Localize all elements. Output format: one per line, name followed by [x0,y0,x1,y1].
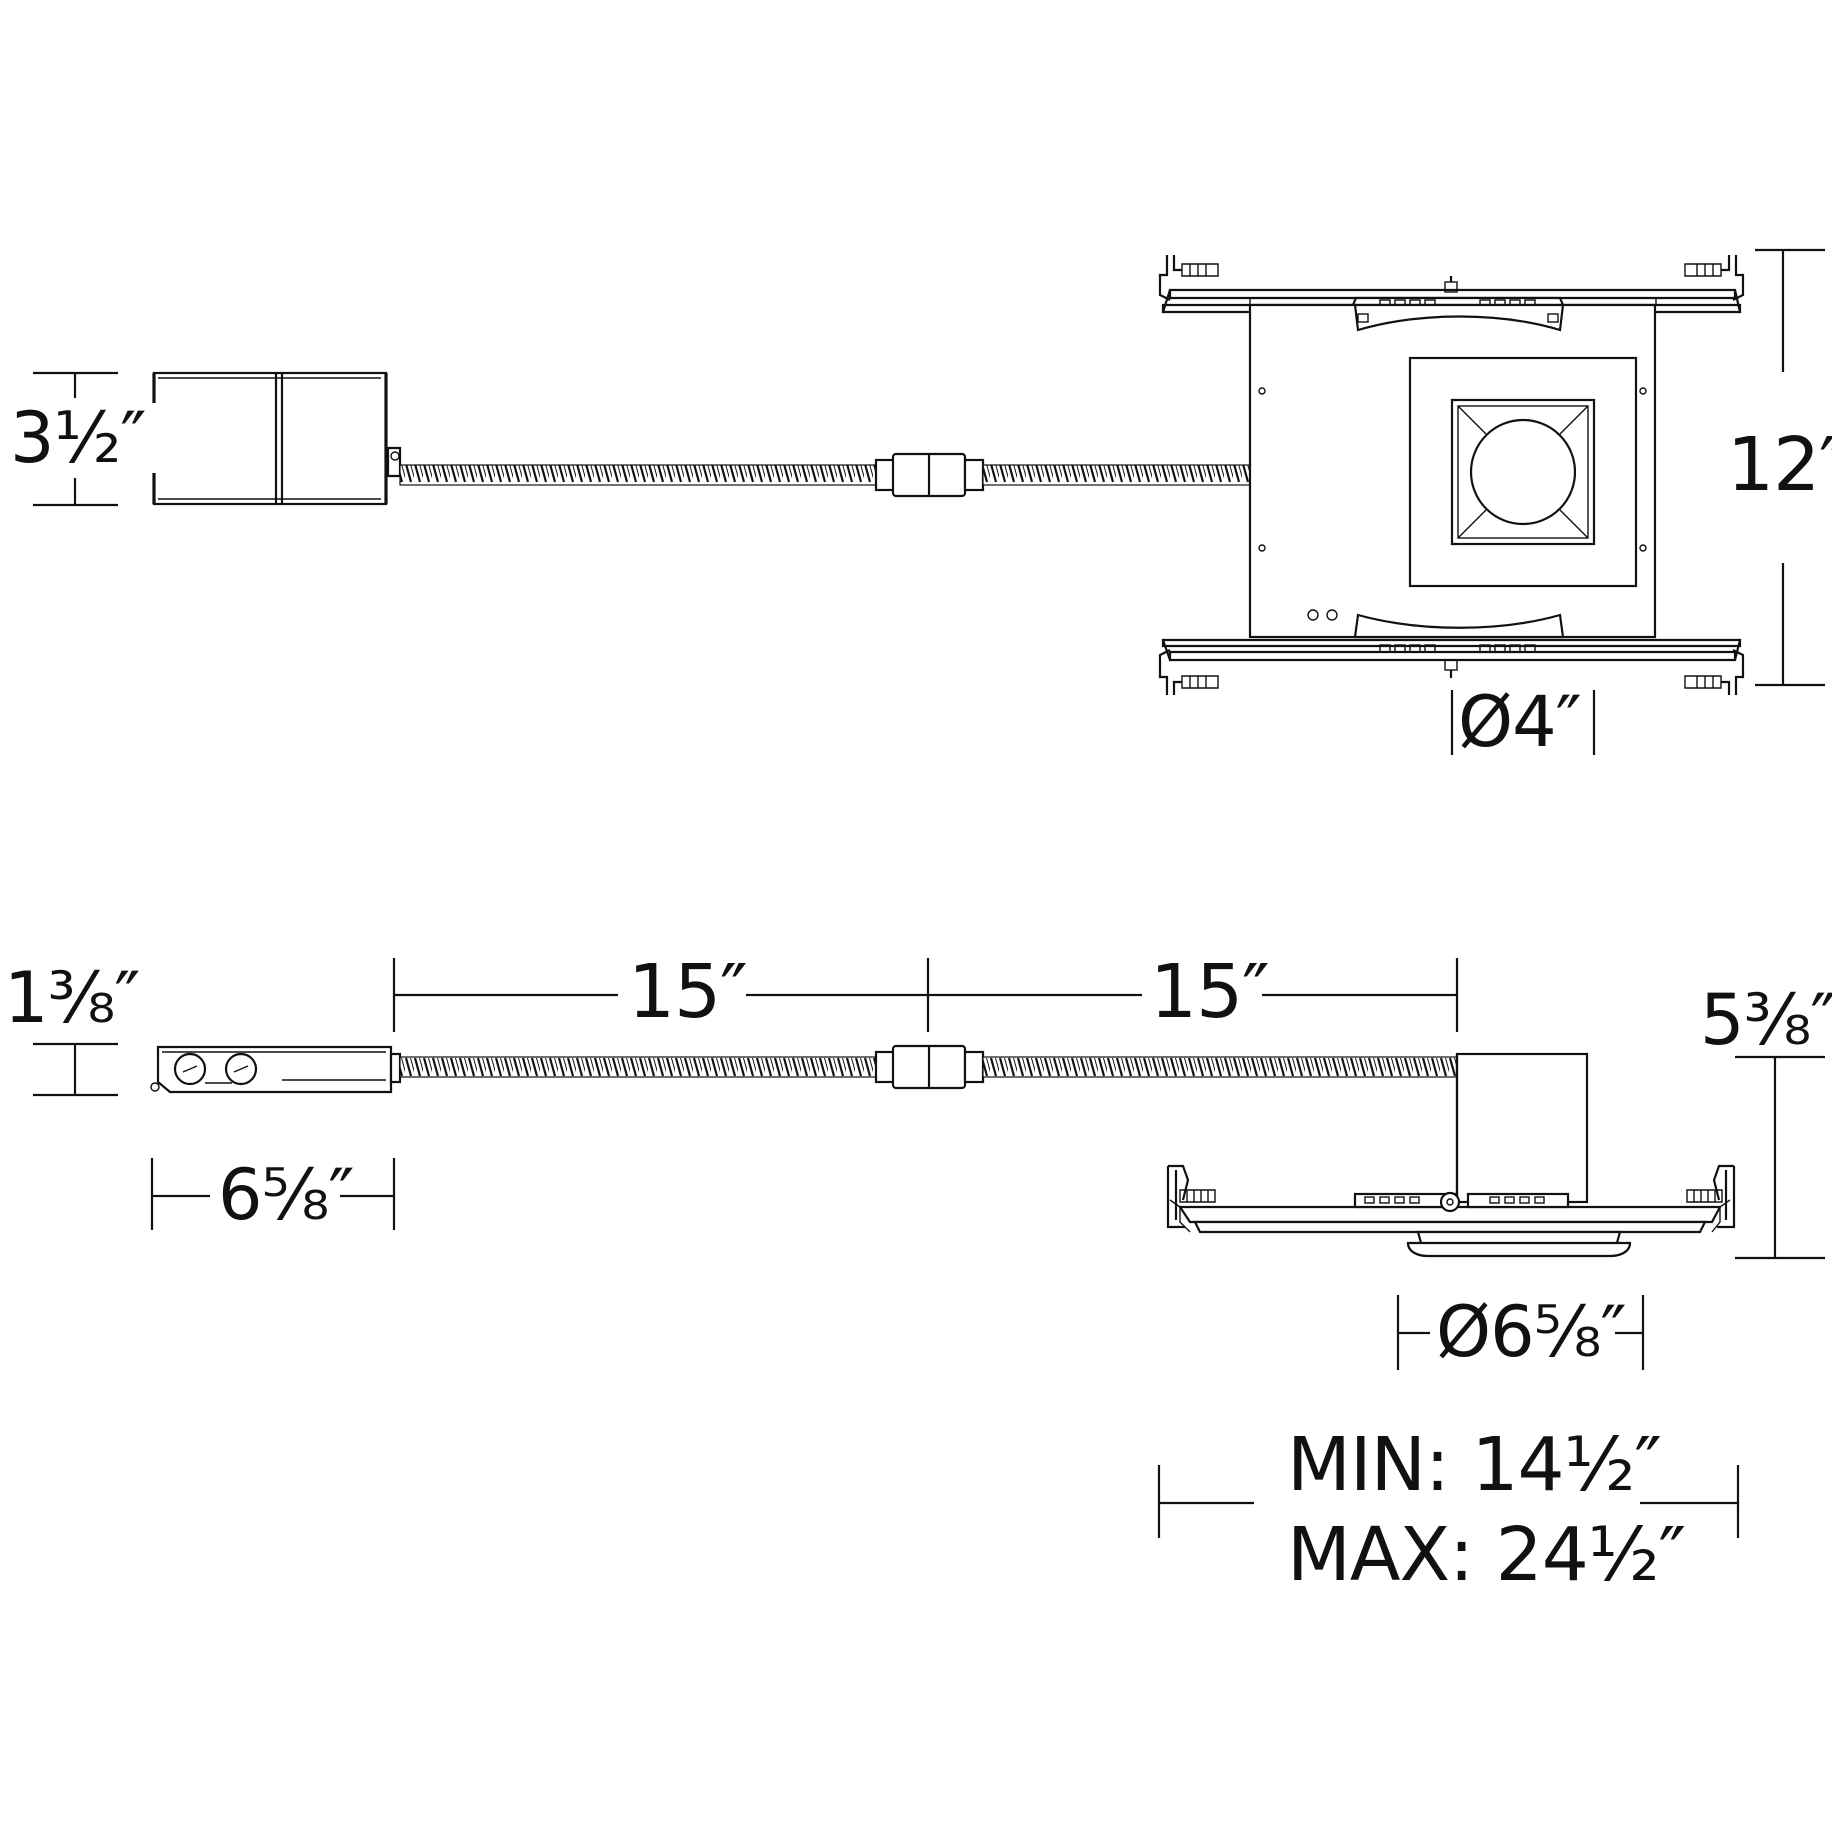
dimension-3-1-2-lines [33,371,118,507]
dimension-6-5-8-lines [150,1158,396,1230]
connector-top [874,452,985,498]
connector-side [874,1044,985,1090]
dim-label-housing-height: 5⅜″ [1700,979,1832,1061]
housing-top [1158,255,1745,695]
dimension-12-lines [1755,248,1825,687]
dimension-dia-6-5-8-lines [1396,1295,1645,1370]
dim-label-aperture: Ø4″ [1458,681,1582,763]
side-view [33,958,1825,1538]
dimension-dia-4-lines [1450,690,1596,755]
top-bar-clips [1158,255,1745,301]
bottom-slots [1379,644,1536,653]
cable-top-right [982,464,1251,486]
cable-top-left [399,464,879,486]
dim-label-cable-left: 15″ [628,949,748,1035]
dimension-min-max-lines [1157,1465,1740,1538]
dim-label-bar-min: MIN: 14½″ [1287,1422,1662,1508]
driver-box-side [150,1045,402,1094]
housing-side [1166,1052,1736,1258]
dim-label-driver-height-top: 3½″ [0,403,156,473]
cable-side-left [399,1056,879,1078]
dim-label-driver-height-side: 1⅜″ [4,957,141,1039]
dim-label-housing-length: 12″ [1727,422,1832,508]
dimension-15-lines [392,958,1459,1032]
dimension-1-3-8-lines [33,1042,118,1097]
side-slots [1364,1196,1545,1204]
driver-box-top [126,371,402,506]
dim-label-driver-length: 6⅝″ [218,1154,355,1236]
bottom-bar-clips [1158,649,1745,695]
dim-label-cable-right: 15″ [1150,949,1270,1035]
top-view [33,248,1825,755]
cable-side-right [982,1056,1462,1078]
dim-label-bar-max: MAX: 24½″ [1287,1512,1686,1598]
dimension-5-3-8-lines [1735,1055,1825,1260]
dim-label-trim-diameter: Ø6⅝″ [1436,1291,1627,1373]
